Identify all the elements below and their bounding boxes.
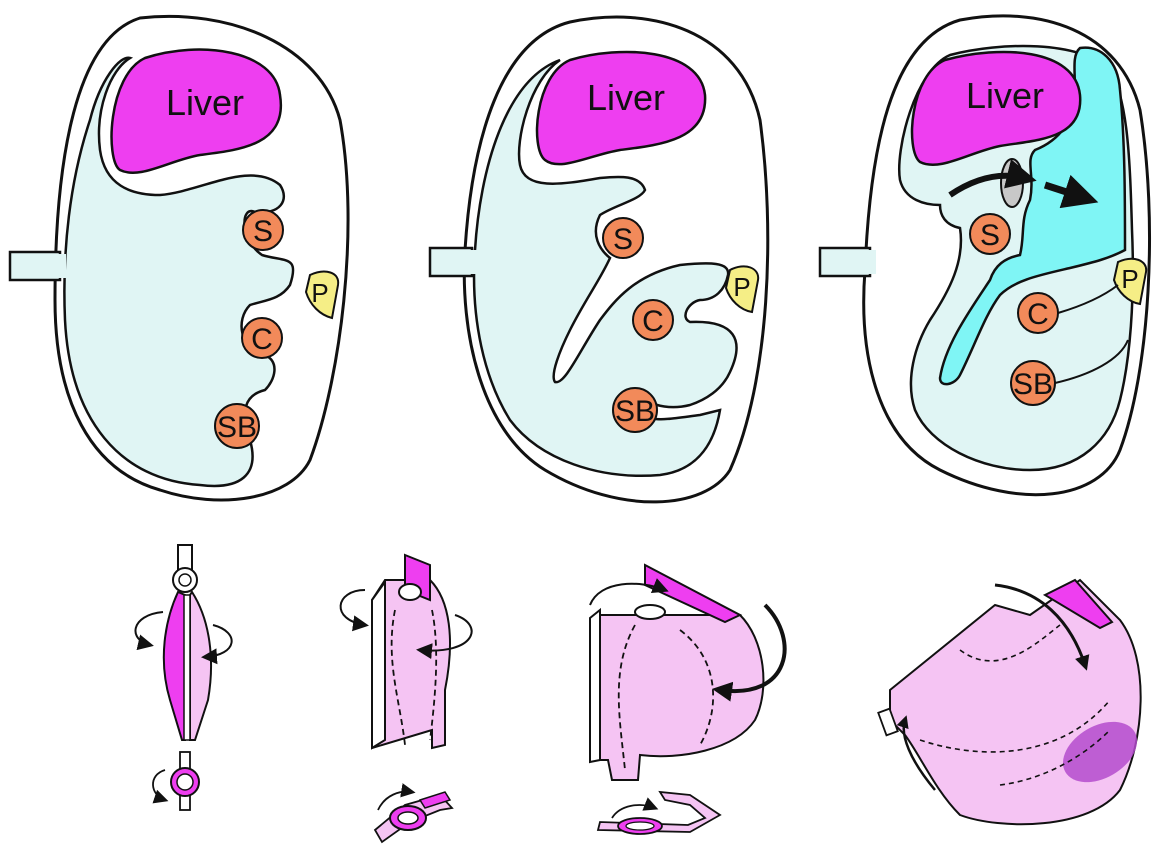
stomach-label: S bbox=[613, 223, 633, 256]
small-bowel-label: SB bbox=[217, 411, 257, 444]
expanded-stomach-icon bbox=[595, 615, 763, 780]
stomach-stage-4 bbox=[878, 580, 1147, 824]
stomach-label: S bbox=[253, 215, 273, 248]
pancreas-label: P bbox=[1121, 264, 1138, 294]
pancreas-label: P bbox=[311, 278, 328, 308]
stomach-label: S bbox=[980, 219, 1000, 252]
small-bowel-label: SB bbox=[615, 395, 655, 428]
liver-label: Liver bbox=[587, 77, 665, 118]
colon-label: C bbox=[1027, 298, 1049, 331]
colon-label: C bbox=[642, 305, 664, 338]
liver-label: Liver bbox=[966, 75, 1044, 116]
stomach-stage-1 bbox=[135, 545, 231, 810]
small-bowel-label: SB bbox=[1013, 368, 1053, 401]
stomach-stage-3 bbox=[590, 565, 785, 834]
cross-section-panel-1: Liver S C SB P bbox=[10, 16, 348, 500]
cross-section-panel-3: Liver S C SB P bbox=[820, 16, 1150, 495]
pancreas-label: P bbox=[733, 272, 750, 302]
cross-section-icon bbox=[375, 792, 452, 842]
cross-section-icon bbox=[153, 752, 199, 810]
cross-section-icon bbox=[598, 792, 720, 834]
cross-section-panel-2: Liver S C SB P bbox=[430, 17, 768, 502]
colon-label: C bbox=[251, 323, 273, 356]
vertical-stomach-icon bbox=[164, 592, 185, 740]
epiploic-foramen bbox=[1001, 159, 1023, 207]
liver-label: Liver bbox=[166, 82, 244, 123]
stomach-stage-2 bbox=[341, 555, 472, 842]
